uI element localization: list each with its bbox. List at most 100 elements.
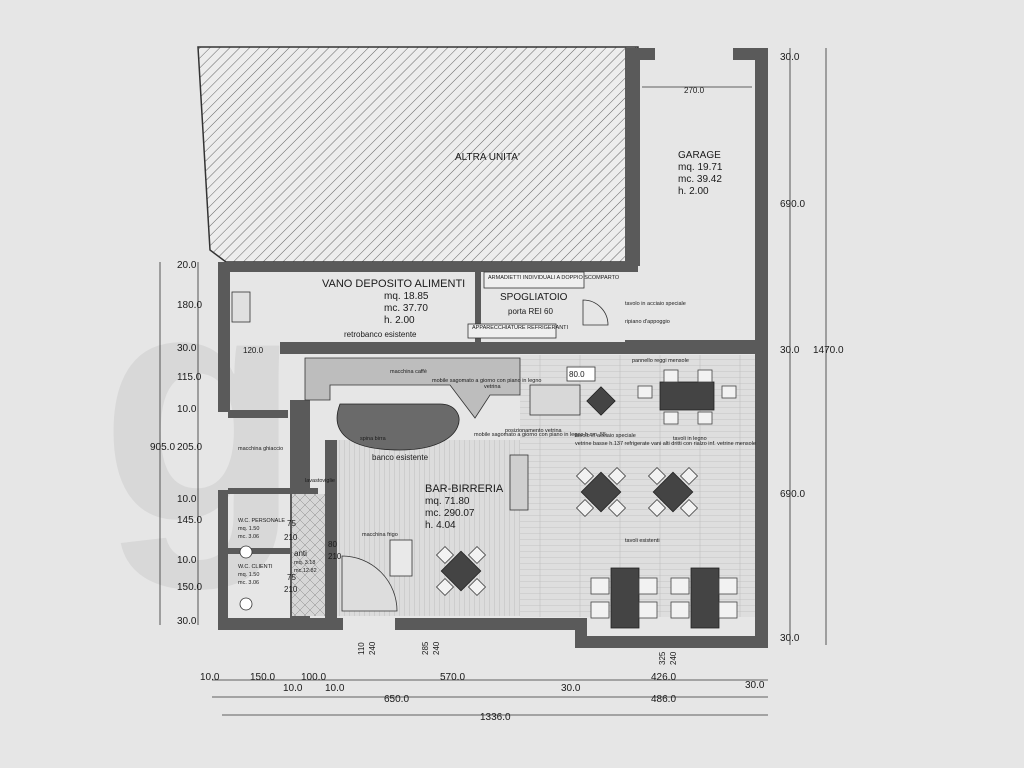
- table-b1: [610, 567, 640, 629]
- spogliatoio-label: SPOGLIATOIO: [500, 292, 568, 303]
- frigo-unit: [389, 539, 413, 577]
- chair-b-7: [718, 601, 738, 619]
- dim-b-10b: 10.0: [283, 683, 303, 694]
- retrobanco-label: retrobanco esistente: [344, 330, 417, 339]
- table-small: [586, 386, 616, 416]
- vano-name: VANO DEPOSITO ALIMENTI: [322, 278, 465, 290]
- vetrine-cabinet: [529, 384, 581, 416]
- dim-right-upper: 690.0: [780, 199, 805, 210]
- chair-b-5: [670, 601, 690, 619]
- floor-tiles-wc: [292, 494, 325, 616]
- entrance-door-swing: [341, 555, 398, 612]
- counter-back: [304, 357, 521, 419]
- chair-d2-1: [679, 466, 699, 486]
- chair-b-4: [670, 577, 690, 595]
- door-75b: 75: [287, 573, 296, 582]
- dim-left-2: 30.0: [177, 343, 197, 354]
- door-210b: 210: [284, 585, 298, 594]
- note-spina-birra: spina birra: [360, 436, 387, 442]
- dim-b-10c: 10.0: [325, 683, 345, 694]
- dim-1470: 1470.0: [813, 345, 844, 356]
- chair-d3-1: [467, 545, 487, 565]
- anti-mq: mq. 3.18: [294, 560, 315, 566]
- door-210a: 210: [284, 533, 298, 542]
- dim-b-30l: 30.0: [561, 683, 581, 694]
- apparecchiature: [467, 323, 557, 339]
- table-d2: [652, 471, 694, 513]
- dim-left-6: 10.0: [177, 494, 197, 505]
- note-vetrina: vetrina: [484, 384, 501, 390]
- bar-h: h. 4.04: [425, 520, 456, 531]
- door-dim-240b: 240: [432, 641, 441, 655]
- chair-t1-0: [663, 369, 679, 383]
- table-d1: [580, 471, 622, 513]
- chair-d2-0: [647, 466, 667, 486]
- chair-d1-1: [607, 466, 627, 486]
- door-spogliatoio: [582, 299, 609, 326]
- dim-left-4: 10.0: [177, 404, 197, 415]
- dim-b-486: 486.0: [651, 694, 676, 705]
- garage-mq: mq. 19.71: [678, 162, 723, 173]
- wc-toilet-icon: [239, 597, 253, 611]
- dim-905: 905.0: [150, 442, 175, 453]
- wc-toilet-icon-2: [239, 545, 253, 559]
- watermark: g: [100, 221, 302, 592]
- anti-label: anti: [294, 549, 307, 558]
- vano-mc: mc. 37.70: [384, 303, 428, 314]
- note-macchina-frigo: macchina frigo: [362, 532, 398, 538]
- dim-right-mid: 30.0: [780, 345, 800, 356]
- dim-left-9: 150.0: [177, 582, 202, 593]
- dim-b-100: 100.0: [301, 672, 326, 683]
- note-posizionamento: posizionamento vetrina: [505, 428, 563, 434]
- note-macchina-caffe: macchina caffè: [390, 369, 427, 375]
- dim-left-3: 115.0: [177, 372, 202, 383]
- dim-right-top: 30.0: [780, 52, 800, 63]
- chair-d1-2: [575, 498, 595, 518]
- dim-left-5: 205.0: [177, 442, 202, 453]
- dim-right-bottom: 30.0: [780, 633, 800, 644]
- door-dim-240c: 240: [669, 651, 678, 665]
- chair-b-1: [590, 601, 610, 619]
- table-d3: [440, 550, 482, 592]
- door-dim-110: 110: [357, 642, 366, 655]
- door-dim-285: 285: [421, 641, 430, 655]
- banco-esistente-counter: [336, 403, 460, 451]
- walls: [218, 48, 768, 648]
- armadietti: [483, 271, 585, 289]
- sink-vano: [231, 291, 251, 323]
- door-75a: 75: [287, 519, 296, 528]
- chair-d3-2: [435, 577, 455, 597]
- chair-t1-3: [697, 411, 713, 425]
- wc2-label: W.C. CLIENTI: [238, 564, 273, 570]
- chair-t1-5: [721, 385, 737, 399]
- chair-b-6: [718, 577, 738, 595]
- wc1-mc: mc. 3.06: [238, 534, 259, 540]
- note-tavoli-legno: tavoli in legno: [673, 436, 707, 442]
- dim-270: 270.0: [684, 86, 705, 95]
- bar-mc: mc. 290.07: [425, 508, 475, 519]
- apparecchiature-label: APPARECCHIATURE REFRIGERANTI: [472, 325, 569, 331]
- vano-mq: mq. 18.85: [384, 291, 429, 302]
- chair-b-0: [590, 577, 610, 595]
- dim-b-10a: 10.0: [200, 672, 220, 683]
- table-t1: [659, 381, 715, 411]
- note-ripiano: ripiano d'appoggio: [625, 319, 670, 325]
- note-pannello: pannello reggi mensole: [632, 358, 689, 364]
- furniture: [435, 369, 738, 629]
- altra-unita-label: ALTRA UNITA': [455, 152, 520, 163]
- note-tavolo-acciaio: tavolo in acciaio speciale: [625, 301, 686, 307]
- note-lavastoviglie: lavastoviglie: [305, 478, 335, 484]
- column-shelf: [509, 454, 529, 511]
- dim-b-150: 150.0: [250, 672, 275, 683]
- chair-b-3: [638, 601, 658, 619]
- dim-left-0: 20.0: [177, 260, 197, 271]
- door-210c: 210: [328, 552, 342, 561]
- left-dimensions: 20.0180.030.0115.010.0205.010.0145.010.0…: [177, 260, 202, 627]
- door-80a: 80: [328, 540, 337, 549]
- note-macchina-ghiaccio: macchina ghiaccio: [238, 446, 283, 452]
- chair-d2-2: [647, 498, 667, 518]
- dim-left-7: 145.0: [177, 515, 202, 526]
- wc1-mq: mq. 1.50: [238, 526, 259, 532]
- chair-t1-2: [663, 411, 679, 425]
- door-dim-325: 325: [658, 651, 667, 665]
